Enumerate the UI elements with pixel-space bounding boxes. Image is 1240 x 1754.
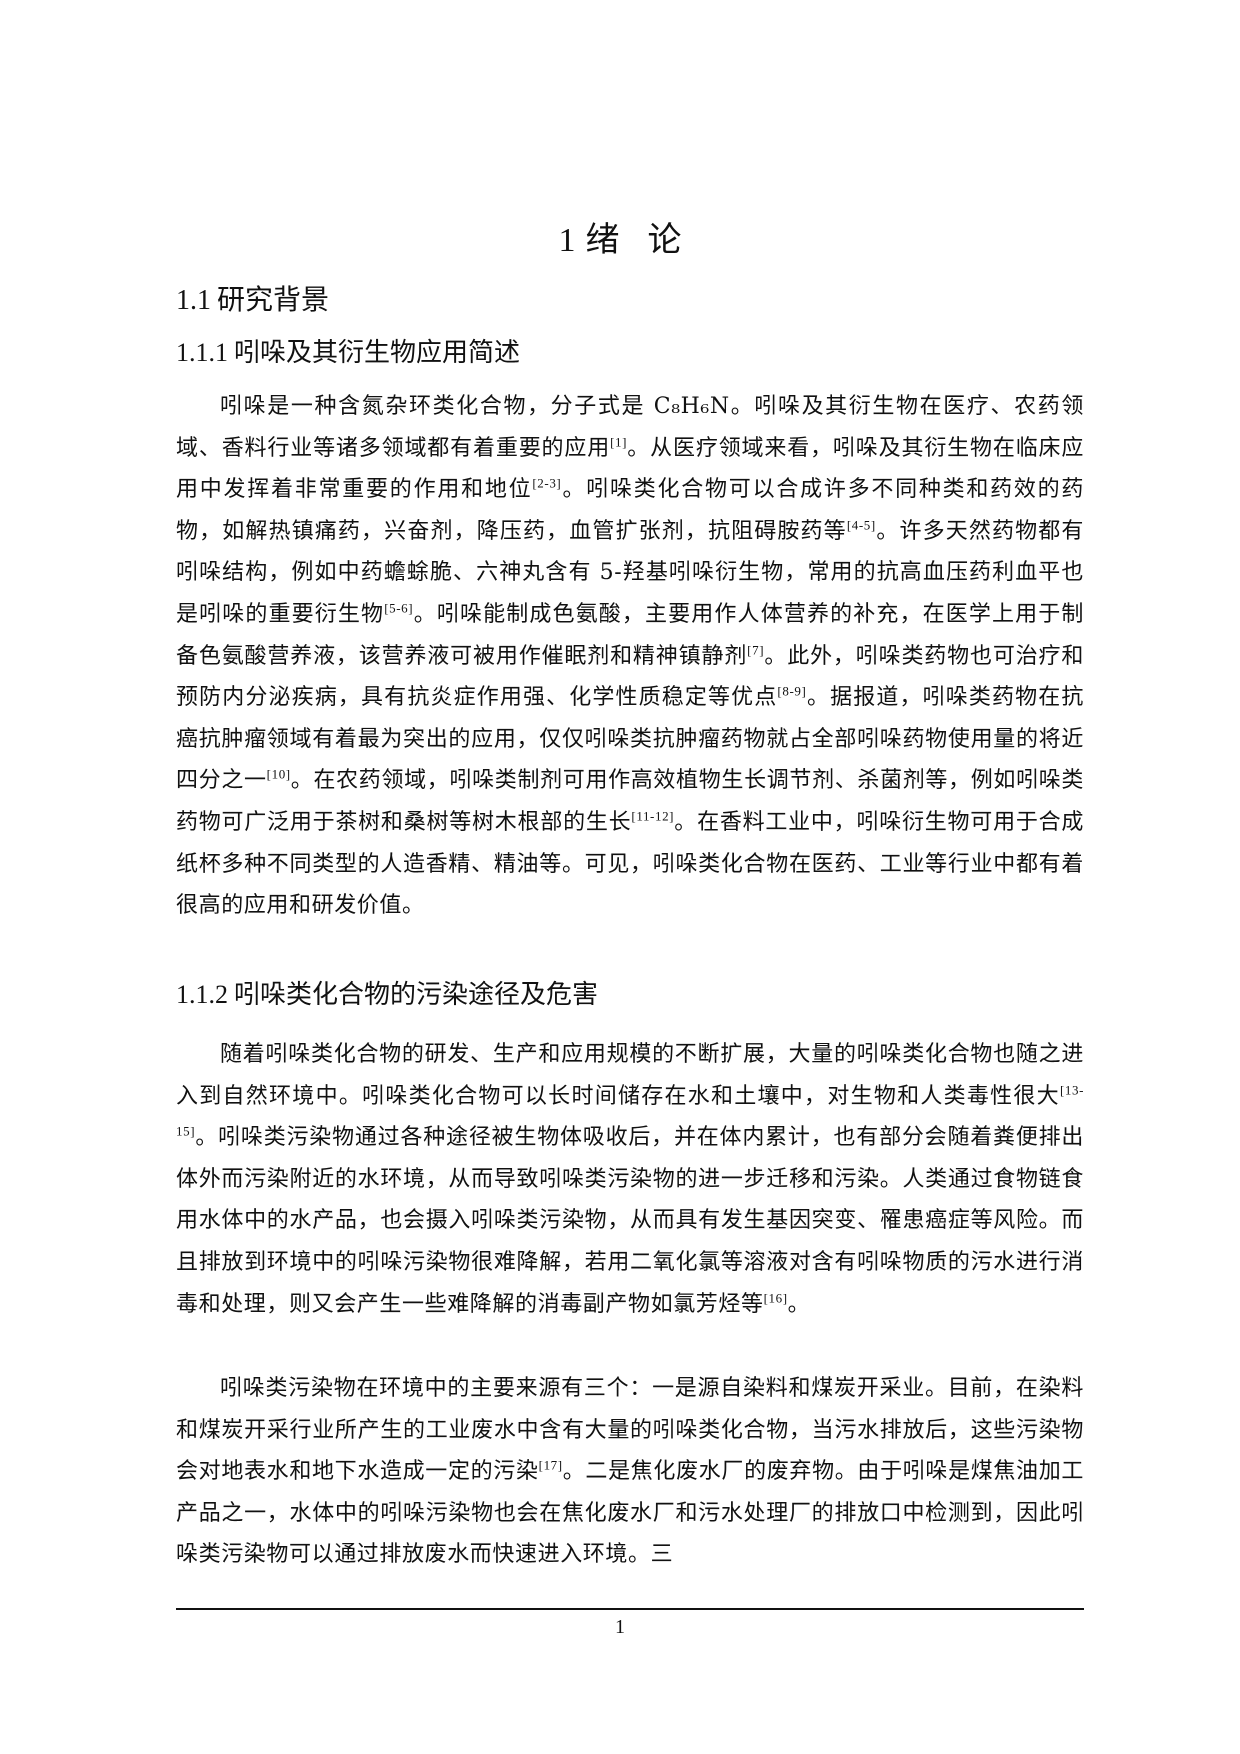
citation-marker: [7] [747, 642, 765, 658]
body-paragraph-1: 吲哚是一种含氮杂环类化合物，分子式是 C₈H₆N。吲哚及其衍生物在医疗、农药领域… [176, 394, 1084, 919]
subsection-title-1: 吲哚及其衍生物应用简述 [234, 338, 521, 368]
chapter-number: 1 [558, 222, 576, 259]
chapter-title-char-2: 论 [647, 220, 682, 260]
citation-marker: [8-9] [777, 683, 807, 699]
page-number: 1 [615, 1616, 625, 1638]
citation-marker: [11-12] [631, 808, 675, 824]
subsection-number-2: 1.1.2 [176, 980, 228, 1009]
chapter-title-char-1: 绪 [585, 220, 620, 260]
subsection-number-1: 1.1.1 [176, 338, 228, 367]
body-paragraph-3: 吲哚类污染物在环境中的主要来源有三个：一是源自染料和煤炭开采业。目前，在染料和煤… [176, 1376, 1084, 1568]
section-title: 研究背景 [217, 283, 330, 316]
section-number: 1.1 [176, 285, 211, 316]
citation-marker: [4-5] [846, 517, 876, 533]
citation-marker: [16] [763, 1290, 788, 1306]
citation-marker: [1] [610, 434, 628, 450]
citation-marker: [5-6] [384, 600, 414, 616]
citation-marker: [13-15] [176, 1082, 1084, 1139]
body-paragraph-2: 随着吲哚类化合物的研发、生产和应用规模的不断扩展，大量的吲哚类化合物也随之进入到… [176, 1042, 1084, 1317]
citation-marker: [10] [266, 767, 291, 783]
footer-divider [176, 1608, 1084, 1610]
citation-marker: [17] [538, 1457, 563, 1473]
subsection-title-2: 吲哚类化合物的污染途径及危害 [234, 980, 599, 1010]
citation-marker: [2-3] [532, 475, 562, 491]
